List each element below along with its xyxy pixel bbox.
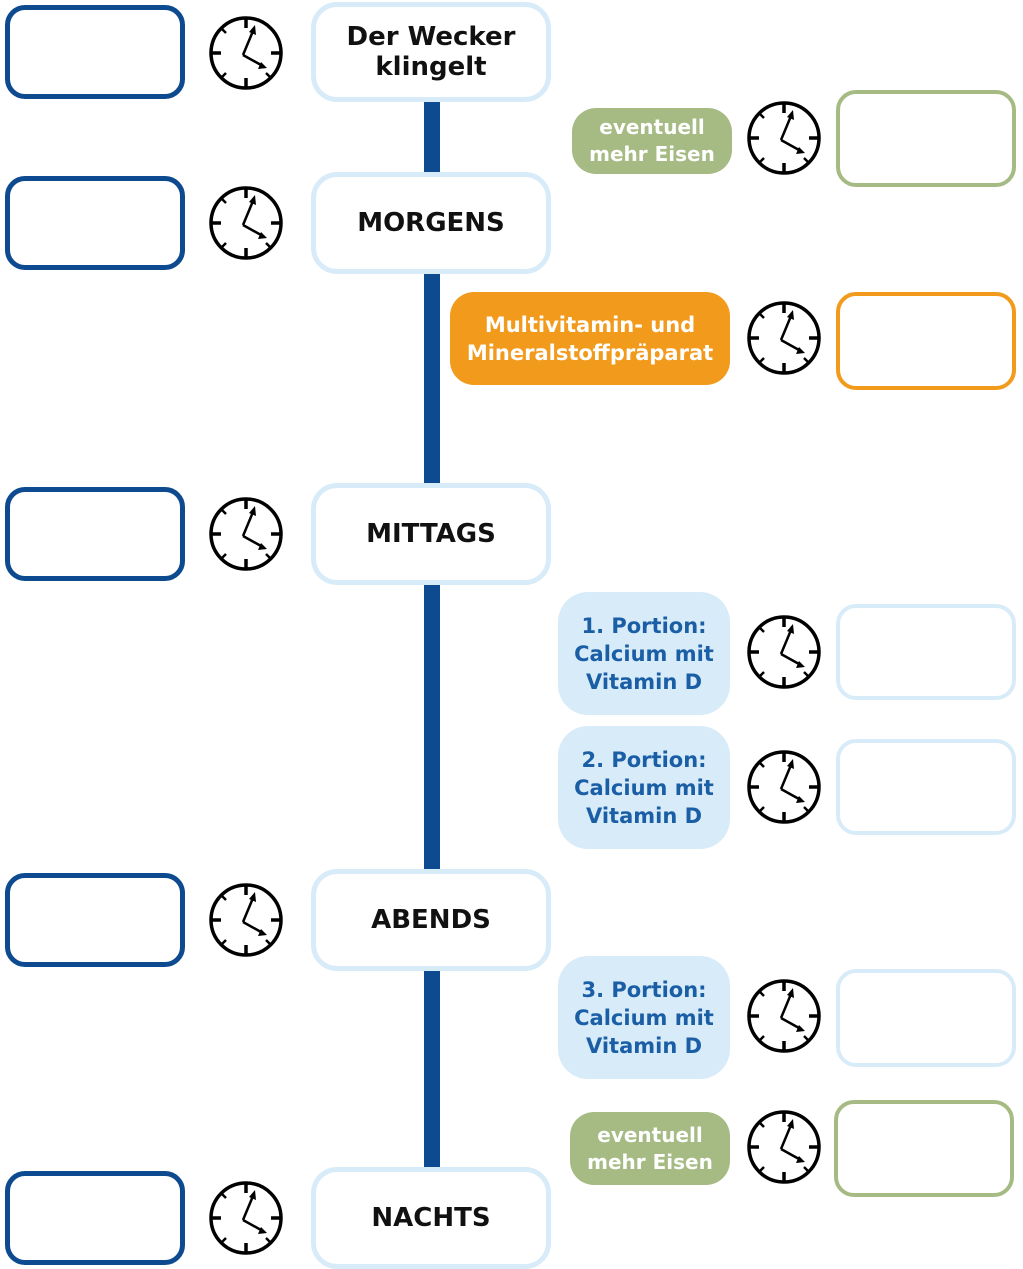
- time-input-calcium-3[interactable]: [836, 969, 1016, 1067]
- clock-icon: [747, 301, 821, 375]
- supplement-iron-1: eventuell mehr Eisen: [572, 108, 732, 174]
- clock-icon: [747, 615, 821, 689]
- time-input-evening[interactable]: [5, 873, 185, 967]
- supplement-calcium-1: 1. Portion: Calcium mit Vitamin D: [558, 592, 730, 715]
- supplement-iron-2: eventuell mehr Eisen: [570, 1112, 730, 1185]
- time-input-calcium-2[interactable]: [836, 739, 1016, 835]
- step-noon: MITTAGS: [311, 483, 551, 585]
- time-input-noon[interactable]: [5, 487, 185, 581]
- time-input-morning[interactable]: [5, 176, 185, 270]
- step-wakeup: Der Wecker klingelt: [311, 2, 551, 102]
- time-input-iron-1[interactable]: [836, 90, 1016, 187]
- time-input-night[interactable]: [5, 1171, 185, 1265]
- step-evening: ABENDS: [311, 869, 551, 971]
- time-input-wakeup[interactable]: [5, 5, 185, 99]
- clock-icon: [209, 16, 283, 90]
- time-input-multivitamin[interactable]: [836, 292, 1016, 390]
- clock-icon: [747, 979, 821, 1053]
- supplement-calcium-2: 2. Portion: Calcium mit Vitamin D: [558, 726, 730, 849]
- clock-icon: [209, 186, 283, 260]
- step-morning: MORGENS: [311, 172, 551, 274]
- time-input-iron-2[interactable]: [834, 1100, 1014, 1197]
- clock-icon: [747, 1110, 821, 1184]
- clock-icon: [747, 750, 821, 824]
- clock-icon: [747, 101, 821, 175]
- clock-icon: [209, 497, 283, 571]
- clock-icon: [209, 1181, 283, 1255]
- clock-icon: [209, 883, 283, 957]
- supplement-calcium-3: 3. Portion: Calcium mit Vitamin D: [558, 956, 730, 1079]
- supplement-multivitamin: Multivitamin- und Mineralstoffpräparat: [450, 292, 730, 385]
- time-input-calcium-1[interactable]: [836, 604, 1016, 700]
- step-night: NACHTS: [311, 1167, 551, 1269]
